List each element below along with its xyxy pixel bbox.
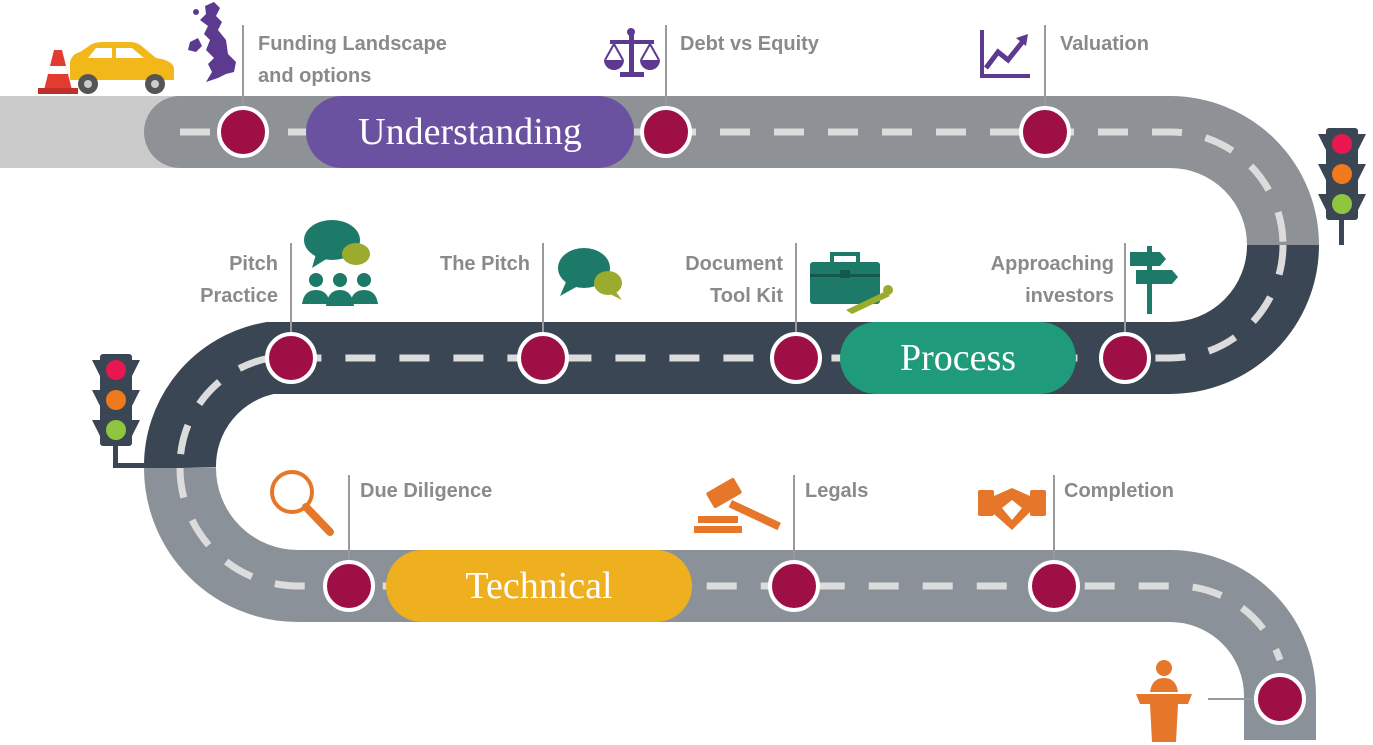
scales-icon (604, 28, 660, 77)
label-funding-line2: and options (258, 65, 372, 87)
gavel-icon (694, 477, 781, 533)
milestone-marker-completion (1028, 560, 1080, 612)
traffic-light-icon (1318, 128, 1366, 245)
label-valuation: Valuation (1060, 33, 1149, 55)
label-approaching-line2: investors (1025, 285, 1114, 307)
signpost-icon (1130, 246, 1178, 314)
label-pitch-practice-line2: Practice (200, 285, 278, 307)
label-document-line2: Tool Kit (710, 285, 783, 307)
magnifier-icon (270, 470, 334, 536)
milestone-marker-due-diligence (323, 560, 375, 612)
traffic-cone-icon (38, 50, 78, 94)
milestone-marker-the-pitch (517, 332, 569, 384)
milestone-marker-approaching (1099, 332, 1151, 384)
speech-bubbles-icon (558, 248, 622, 300)
label-approaching-line1: Approaching (990, 253, 1114, 275)
milestone-marker-debt (640, 106, 692, 158)
milestone-marker-finish (1254, 673, 1306, 725)
label-the-pitch: The Pitch (439, 253, 530, 275)
label-due-diligence: Due Diligence (360, 480, 493, 502)
label-funding-landscape: Funding Landscape and options (258, 28, 447, 92)
milestone-marker-pitch-practice (265, 332, 317, 384)
label-document-line1: Document (685, 253, 783, 275)
team-chat-icon (302, 220, 378, 306)
label-completion: Completion (1064, 480, 1174, 502)
label-legals: Legals (805, 480, 869, 502)
milestone-marker-funding (217, 106, 269, 158)
traffic-light-icon (92, 354, 144, 468)
dash-line-top (180, 128, 1287, 246)
stage-process: Process (840, 322, 1076, 394)
road-start-cap (144, 96, 180, 168)
milestone-marker-valuation (1019, 106, 1071, 158)
uk-map-icon (188, 2, 236, 82)
label-pitch-practice: Pitch Practice (180, 248, 278, 312)
label-document-tool-kit: Document Tool Kit (640, 248, 783, 312)
toolbox-icon (810, 252, 893, 314)
label-debt-vs-equity: Debt vs Equity (680, 33, 819, 55)
stage-technical: Technical (386, 550, 692, 622)
milestone-marker-document (770, 332, 822, 384)
handshake-icon (978, 488, 1046, 530)
growth-chart-icon (980, 30, 1030, 78)
stage-understanding: Understanding (306, 96, 634, 168)
label-funding-line1: Funding Landscape (258, 33, 447, 55)
podium-speaker-icon (1136, 660, 1192, 742)
milestone-marker-legals (768, 560, 820, 612)
dash-line-bottom (176, 467, 1284, 662)
label-approaching-investors: Approaching investors (960, 248, 1114, 312)
car-icon (70, 42, 174, 94)
label-pitch-practice-line1: Pitch (229, 253, 278, 275)
dash-line-middle (176, 244, 1287, 469)
